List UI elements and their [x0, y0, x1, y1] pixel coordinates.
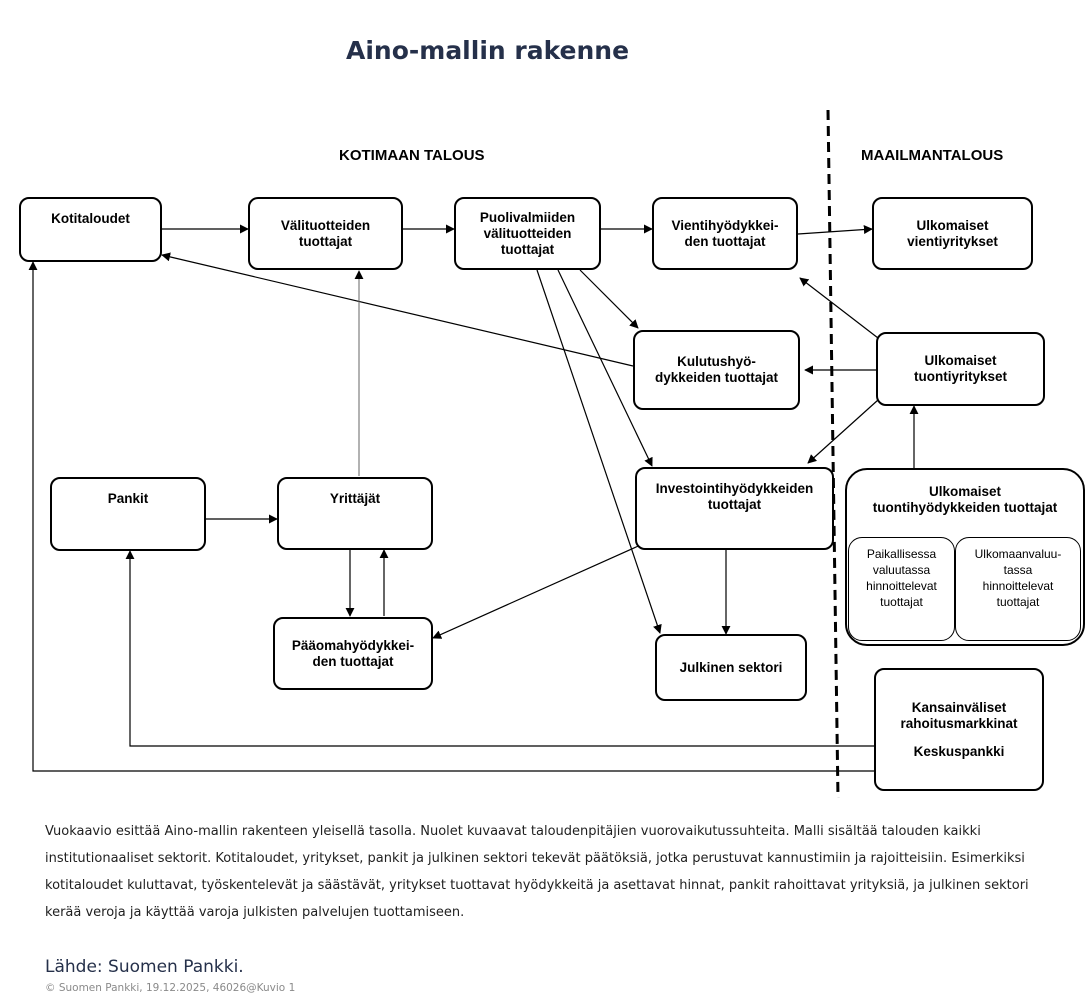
description-text: Vuokaavio esittää Aino-mallin rakenteen … — [45, 824, 1029, 920]
arrow-vienti-ulkomaiset-vienti — [797, 225, 873, 235]
box-ulkomaiset-vientiyritykset-label: Ulkomaiset vientiyritykset — [907, 217, 998, 249]
arrow-investointi-paaoma — [432, 542, 646, 639]
box-ulkomaiset-tuontihyodykkeiden-tuottajat-label: Ulkomaiset tuontihyödykkeiden tuottajat — [872, 484, 1058, 515]
box-valituotteiden-tuottajat: Välituotteiden tuottajat — [248, 197, 403, 270]
box-ulkomaiset-tuontiyritykset: Ulkomaiset tuontiyritykset — [876, 332, 1045, 406]
box-ulkomaiset-tuontiyritykset-label: Ulkomaiset tuontiyritykset — [913, 353, 1008, 384]
box-kulutushyodykkeiden-tuottajat: Kulutushyö- dykkeiden tuottajat — [633, 330, 800, 410]
box-rahoitusmarkkinat-keskuspankki: Kansainväliset rahoitusmarkkinat Keskusp… — [874, 668, 1044, 791]
box-kulutushyodykkeiden-tuottajat-label: Kulutushyö- dykkeiden tuottajat — [654, 354, 779, 385]
box-investointihyodykkeiden-tuottajat: Investointihyödykkeiden tuottajat — [635, 467, 834, 550]
box-puolivalmiiden-tuottajat-label: Puolivalmiiden välituotteiden tuottajat — [479, 209, 576, 257]
economy-divider — [826, 109, 840, 799]
section-label-world: MAAILMANTALOUS — [861, 147, 1004, 164]
box-rahoitusmarkkinat-label: Kansainväliset rahoitusmarkkinat — [900, 699, 1018, 731]
arrow-puolivalmiit-investointi — [557, 269, 653, 467]
box-yrittajat-label: Yrittäjät — [329, 491, 381, 506]
box-puolivalmiiden-tuottajat: Puolivalmiiden välituotteiden tuottajat — [454, 197, 601, 270]
box-vientihyodykkeiden-tuottajat: Vientihyödykkei- den tuottajat — [652, 197, 798, 270]
subbox-paikallinen-valuutta-label: Paikallisessa valuutassa hinnoittelevat … — [866, 547, 937, 609]
box-vientihyodykkeiden-tuottajat-label: Vientihyödykkei- den tuottajat — [671, 217, 779, 249]
box-paaomahyodykkeiden-tuottajat: Pääomahyödykkei- den tuottajat — [273, 617, 433, 690]
box-kotitaloudet-label: Kotitaloudet — [51, 211, 130, 226]
box-ulkomaiset-vientiyritykset: Ulkomaiset vientiyritykset — [872, 197, 1033, 270]
arrow-tuonti-vienti — [799, 277, 879, 339]
box-paaomahyodykkeiden-tuottajat-label: Pääomahyödykkei- den tuottajat — [291, 637, 415, 669]
copyright-note: © Suomen Pankki, 19.12.2025, 46026@Kuvio… — [45, 982, 296, 994]
source-note: Lähde: Suomen Pankki. — [45, 957, 244, 977]
subbox-ulkomaanvaluutta-label: Ulkomaanvaluu- tassa hinnoittelevat tuot… — [974, 547, 1062, 609]
arrow-keskuspankki-kotitaloudet — [28, 261, 874, 772]
box-julkinen-sektori-label: Julkinen sektori — [679, 659, 783, 675]
box-kotitaloudet: Kotitaloudet — [19, 197, 162, 262]
arrow-puolivalmiit-julkinen — [536, 269, 662, 634]
box-keskuspankki-label: Keskuspankki — [913, 743, 1005, 759]
arrow-rahoitusmarkkinat-pankit — [125, 550, 874, 747]
box-investointihyodykkeiden-tuottajat-label: Investointihyödykkeiden tuottajat — [655, 481, 814, 512]
box-pankit-label: Pankit — [107, 491, 149, 506]
box-pankit: Pankit — [50, 477, 206, 551]
box-yrittajat: Yrittäjät — [277, 477, 433, 550]
box-julkinen-sektori: Julkinen sektori — [655, 634, 807, 701]
arrow-kulutus-kotitaloudet — [161, 252, 634, 367]
arrow-puolivalmiit-kulutus — [579, 269, 639, 329]
box-valituotteiden-tuottajat-label: Välituotteiden tuottajat — [280, 217, 371, 249]
chart-title: Aino-mallin rakenne — [346, 36, 630, 65]
subbox-paikallinen-valuutta: Paikallisessa valuutassa hinnoittelevat … — [848, 537, 955, 641]
arrow-tuonti-investointi — [807, 399, 879, 464]
subbox-ulkomaanvaluutta: Ulkomaanvaluu- tassa hinnoittelevat tuot… — [955, 537, 1081, 641]
section-label-domestic: KOTIMAAN TALOUS — [339, 147, 485, 164]
